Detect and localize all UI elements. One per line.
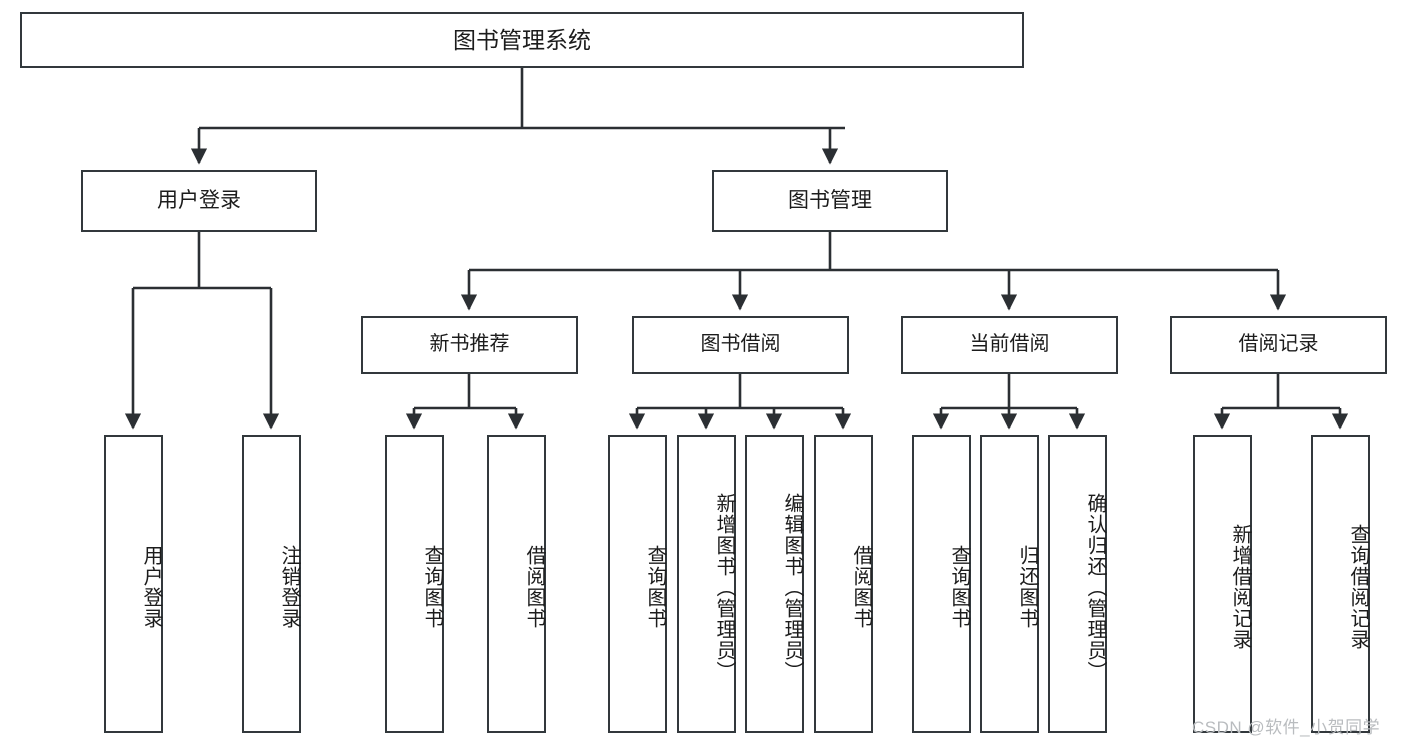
node-book-borrow[interactable]: 图书借阅 bbox=[632, 316, 849, 374]
node-book-management[interactable]: 图书管理 bbox=[712, 170, 948, 232]
node-new-book-recommend[interactable]: 新书推荐 bbox=[361, 316, 578, 374]
node-user-login-label: 用户登录 bbox=[157, 188, 241, 212]
node-leaf-add-book-admin[interactable]: 新增图书（管理员） bbox=[677, 435, 736, 733]
node-leaf-borrow-book-2[interactable]: 借阅图书 bbox=[814, 435, 873, 733]
node-leaf-add-borrow-record[interactable]: 新增借阅记录 bbox=[1193, 435, 1252, 733]
node-leaf-logout-label: 注销登录 bbox=[278, 545, 300, 629]
node-user-login[interactable]: 用户登录 bbox=[81, 170, 317, 232]
csdn-watermark: CSDN @软件_小贺同学 bbox=[1192, 718, 1381, 737]
node-leaf-return-book-label: 归还图书 bbox=[1016, 545, 1038, 629]
node-borrow-record[interactable]: 借阅记录 bbox=[1170, 316, 1387, 374]
node-new-book-recommend-label: 新书推荐 bbox=[429, 333, 510, 356]
node-leaf-logout[interactable]: 注销登录 bbox=[242, 435, 301, 733]
node-leaf-query-book-1-label: 查询图书 bbox=[421, 545, 443, 629]
node-current-borrow[interactable]: 当前借阅 bbox=[901, 316, 1118, 374]
node-root-label: 图书管理系统 bbox=[453, 26, 591, 53]
node-leaf-query-book-1[interactable]: 查询图书 bbox=[385, 435, 444, 733]
node-leaf-query-book-2[interactable]: 查询图书 bbox=[608, 435, 667, 733]
node-leaf-query-borrow-record[interactable]: 查询借阅记录 bbox=[1311, 435, 1370, 733]
node-leaf-user-login-label: 用户登录 bbox=[140, 545, 162, 629]
node-leaf-query-book-3-label: 查询图书 bbox=[948, 545, 970, 629]
node-current-borrow-label: 当前借阅 bbox=[969, 333, 1050, 356]
node-leaf-query-book-3[interactable]: 查询图书 bbox=[912, 435, 971, 733]
node-leaf-borrow-book-2-label: 借阅图书 bbox=[850, 545, 872, 629]
node-leaf-confirm-return-admin[interactable]: 确认归还（管理员） bbox=[1048, 435, 1107, 733]
node-leaf-return-book[interactable]: 归还图书 bbox=[980, 435, 1039, 733]
node-leaf-add-borrow-record-label: 新增借阅记录 bbox=[1229, 524, 1251, 650]
node-book-borrow-label: 图书借阅 bbox=[700, 333, 781, 356]
node-leaf-edit-book-admin[interactable]: 编辑图书（管理员） bbox=[745, 435, 804, 733]
node-borrow-record-label: 借阅记录 bbox=[1238, 333, 1319, 356]
node-book-management-label: 图书管理 bbox=[788, 188, 872, 212]
node-leaf-borrow-book-1-label: 借阅图书 bbox=[523, 545, 545, 629]
node-leaf-user-login[interactable]: 用户登录 bbox=[104, 435, 163, 733]
node-leaf-borrow-book-1[interactable]: 借阅图书 bbox=[487, 435, 546, 733]
node-leaf-query-book-2-label: 查询图书 bbox=[644, 545, 666, 629]
node-leaf-query-borrow-record-label: 查询借阅记录 bbox=[1347, 524, 1369, 650]
node-leaf-edit-book-admin-label: 编辑图书（管理员） bbox=[781, 492, 803, 682]
node-leaf-confirm-return-admin-label: 确认归还（管理员） bbox=[1084, 492, 1106, 682]
node-root[interactable]: 图书管理系统 bbox=[20, 12, 1024, 68]
node-leaf-add-book-admin-label: 新增图书（管理员） bbox=[713, 492, 735, 682]
